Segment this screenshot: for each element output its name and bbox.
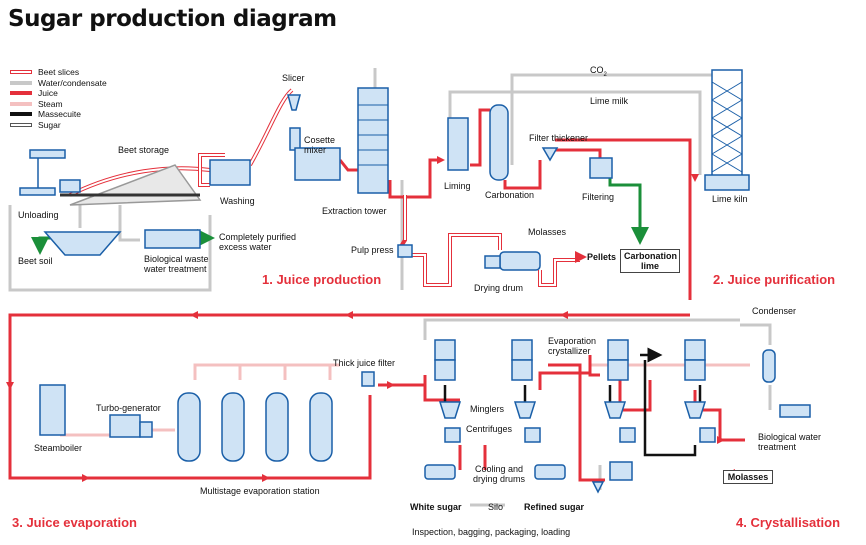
legend-item: Steam bbox=[10, 99, 107, 110]
legend-label: Massecuite bbox=[38, 109, 81, 120]
legend-item: Massecuite bbox=[10, 109, 107, 120]
legend-label: Beet slices bbox=[38, 67, 80, 78]
label-cooling-drying: Cooling and drying drums bbox=[472, 464, 526, 484]
equipment bbox=[19, 69, 811, 494]
label-molasses-in: Molasses bbox=[528, 227, 567, 237]
beet-slice-lines bbox=[69, 88, 580, 287]
legend-swatch-steam bbox=[10, 101, 32, 106]
label-co2: CO2 bbox=[590, 65, 607, 80]
section-juice-evaporation: 3. Juice evaporation bbox=[12, 515, 137, 530]
legend: Beet slices Water/condensate Juice Steam… bbox=[10, 67, 107, 130]
section-juice-purification: 2. Juice purification bbox=[713, 272, 836, 287]
label-carbonation-lime: Carbonation lime bbox=[620, 249, 680, 273]
label-evap-crystallizer: Evaporation crystallizer bbox=[548, 336, 597, 356]
legend-item: Water/condensate bbox=[10, 78, 107, 89]
legend-item: Sugar bbox=[10, 120, 107, 131]
label-pellets: Pellets bbox=[587, 252, 617, 262]
steam-lines bbox=[60, 363, 750, 437]
label-thick-juice-filter: Thick juice filter bbox=[333, 358, 396, 368]
label-lime-kiln: Lime kiln bbox=[712, 194, 748, 204]
label-beet-storage: Beet storage bbox=[118, 145, 170, 155]
page-title: Sugar production diagram bbox=[8, 6, 337, 32]
co2-sub: 2 bbox=[603, 71, 607, 78]
label-turbo-generator: Turbo-generator bbox=[96, 403, 161, 413]
label-white-sugar: White sugar bbox=[410, 502, 462, 512]
legend-label: Juice bbox=[38, 88, 58, 99]
label-purified-water: Completely purified excess water bbox=[219, 232, 297, 252]
label-extraction-tower: Extraction tower bbox=[322, 206, 387, 216]
water-lines bbox=[8, 68, 772, 507]
label-filtering: Filtering bbox=[582, 192, 615, 202]
legend-swatch-massecuite bbox=[10, 112, 32, 117]
legend-label: Sugar bbox=[38, 119, 61, 130]
juice-arrows bbox=[6, 156, 725, 482]
label-multistage: Multistage evaporation station bbox=[200, 486, 320, 496]
section-crystallisation: 4. Crystallisation bbox=[736, 515, 841, 530]
label-pulp-press: Pulp press bbox=[351, 245, 394, 255]
juice-lines bbox=[8, 108, 745, 482]
legend-swatch-juice bbox=[10, 91, 32, 96]
label-beet-soil: Beet soil bbox=[18, 256, 53, 266]
label-molasses-out: Molasses bbox=[723, 470, 773, 484]
label-silo: Silo bbox=[488, 502, 504, 512]
legend-item: Juice bbox=[10, 88, 107, 99]
label-cosette-mixer: Cosette mixer bbox=[304, 135, 336, 155]
label-inspection: Inspection, bagging, packaging, loading bbox=[412, 527, 571, 537]
legend-swatch-sugar bbox=[10, 122, 32, 127]
legend-item: Beet slices bbox=[10, 67, 107, 78]
label-refined-sugar: Refined sugar bbox=[524, 502, 585, 512]
label-slicer: Slicer bbox=[282, 73, 305, 83]
label-minglers: Minglers bbox=[470, 404, 505, 414]
legend-swatch-water bbox=[10, 80, 32, 85]
co2-main: CO bbox=[590, 65, 604, 75]
label-condenser: Condenser bbox=[752, 306, 797, 316]
label-liming: Liming bbox=[444, 181, 471, 191]
label-washing: Washing bbox=[220, 196, 255, 206]
label-steamboiler: Steamboiler bbox=[34, 443, 83, 453]
legend-label: Steam bbox=[38, 98, 63, 109]
label-centrifuges: Centrifuges bbox=[466, 424, 513, 434]
label-filter-thickener: Filter thickener bbox=[529, 133, 589, 143]
label-bio-water: Biological water treatment bbox=[758, 432, 822, 452]
label-drying-drum: Drying drum bbox=[474, 283, 524, 293]
label-bio-waste: Biological waste water treatment bbox=[144, 254, 209, 274]
label-unloading: Unloading bbox=[18, 210, 59, 220]
legend-label: Water/condensate bbox=[38, 77, 107, 88]
section-juice-production: 1. Juice production bbox=[262, 272, 382, 287]
label-carbonation: Carbonation bbox=[485, 190, 535, 200]
legend-swatch-beet-slices bbox=[10, 70, 32, 75]
label-lime-milk: Lime milk bbox=[590, 96, 629, 106]
